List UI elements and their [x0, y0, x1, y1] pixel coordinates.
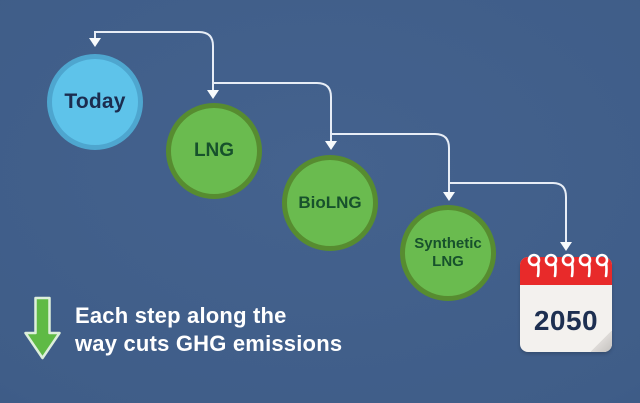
arrow-down-icon — [325, 141, 337, 150]
timeline-node-synthetic-lng: Synthetic LNG — [400, 205, 496, 301]
timeline-node-today: Today — [47, 54, 143, 150]
calendar-year-label: 2050 — [533, 305, 599, 336]
caption-text: Each step along the way cuts GHG emissio… — [75, 302, 342, 358]
connector-segment-synthetic-2050 — [448, 182, 567, 246]
caption-line-1: Each step along the — [75, 303, 287, 328]
calendar-page-fold — [591, 331, 612, 352]
connector-segment-lng-biolng — [212, 82, 332, 145]
calendar-icon: 2050 — [520, 248, 612, 360]
connector-segment-today-lng — [94, 31, 214, 94]
caption-line-2: way cuts GHG emissions — [75, 331, 343, 356]
arrow-down-icon — [207, 90, 219, 99]
arrow-down-icon — [443, 192, 455, 201]
calendar-rings-icon — [527, 253, 609, 278]
arrow-down-icon — [560, 242, 572, 251]
connector-lines — [94, 31, 567, 246]
node-label: BioLNG — [298, 193, 362, 212]
arrow-down-icon — [89, 38, 101, 47]
node-label: Synthetic LNG — [414, 235, 482, 270]
node-label: Today — [64, 90, 126, 113]
node-label: LNG — [193, 140, 235, 161]
connector-segment-biolng-synthetic — [330, 133, 450, 196]
connector-arrowheads — [89, 38, 572, 251]
timeline-node-biolng: BioLNG — [282, 155, 378, 251]
timeline-node-lng: LNG — [166, 103, 262, 199]
